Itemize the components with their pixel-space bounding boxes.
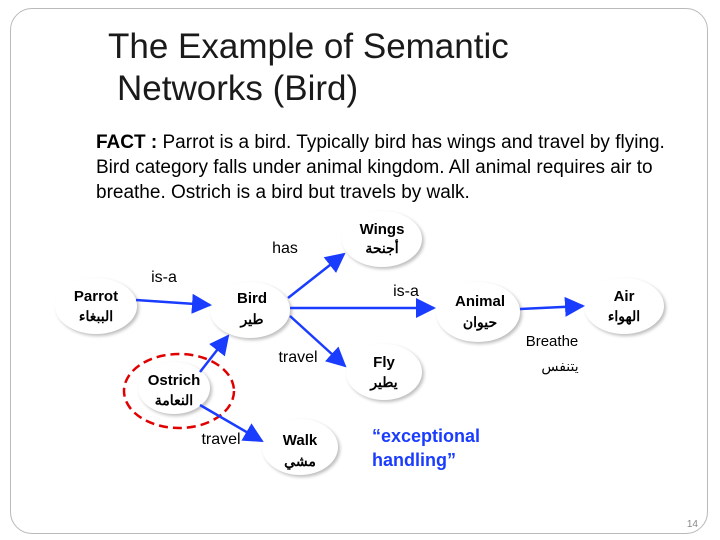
node-bird xyxy=(210,282,290,338)
edge-label-ostrich-walk: travel xyxy=(201,431,240,448)
edge-ostrich-walk xyxy=(199,403,264,443)
exception-highlight-ellipse xyxy=(122,352,236,430)
edge-label-animal-air-en: Breathe xyxy=(526,333,579,350)
node-air-ar: الهواء xyxy=(608,308,640,325)
edge-bird-wings xyxy=(287,252,346,299)
edge-ostrich-bird xyxy=(199,334,230,373)
edge-animal-air xyxy=(519,296,585,317)
node-animal xyxy=(436,282,520,342)
node-fly xyxy=(346,344,422,400)
title-line-1: The Example of Semantic xyxy=(108,27,509,66)
node-walk xyxy=(262,419,338,475)
edge-label-bird-fly: travel xyxy=(278,349,317,366)
node-ostrich-ar: النعامة xyxy=(155,392,193,408)
edge-label-bird-wings: has xyxy=(272,240,298,257)
slide-frame xyxy=(10,8,708,534)
edge-label-parrot-bird: is-a xyxy=(151,269,177,286)
node-air xyxy=(584,278,664,334)
node-wings-ar: أجنحة xyxy=(365,238,398,256)
node-walk-en: Walk xyxy=(283,432,318,449)
fact-paragraph: FACT : Parrot is a bird. Typically bird … xyxy=(96,130,676,205)
node-parrot xyxy=(55,278,137,334)
exception-note-line-1: “exceptional xyxy=(372,426,480,446)
node-fly-en: Fly xyxy=(373,354,395,371)
page-number: 14 xyxy=(686,519,698,530)
node-animal-ar: حيوان xyxy=(463,314,497,331)
node-parrot-ar: الببغاء xyxy=(79,308,113,324)
edge-bird-fly xyxy=(289,315,347,368)
fact-label: FACT : xyxy=(96,132,158,153)
title-line-2: Networks (Bird) xyxy=(117,69,359,108)
node-wings-en: Wings xyxy=(360,221,405,238)
edge-parrot-bird xyxy=(135,293,212,314)
node-air-en: Air xyxy=(614,288,635,305)
edge-label-animal-air-ar: يتنفس xyxy=(541,358,578,375)
exception-note-line-2: handling” xyxy=(372,450,456,470)
node-bird-en: Bird xyxy=(237,290,267,307)
node-ostrich-en: Ostrich xyxy=(148,372,201,389)
node-wings xyxy=(342,211,422,267)
fact-text: Parrot is a bird. Typically bird has win… xyxy=(96,132,665,203)
node-ostrich xyxy=(138,362,210,414)
node-fly-ar: يطير xyxy=(369,374,397,391)
node-walk-ar: مشي xyxy=(284,453,316,470)
node-parrot-en: Parrot xyxy=(74,288,118,305)
slide-title: The Example of Semantic Networks (Bird) xyxy=(108,26,509,110)
node-bird-ar: طير xyxy=(239,311,263,328)
node-animal-en: Animal xyxy=(455,293,505,310)
edge-label-bird-animal: is-a xyxy=(393,283,419,300)
